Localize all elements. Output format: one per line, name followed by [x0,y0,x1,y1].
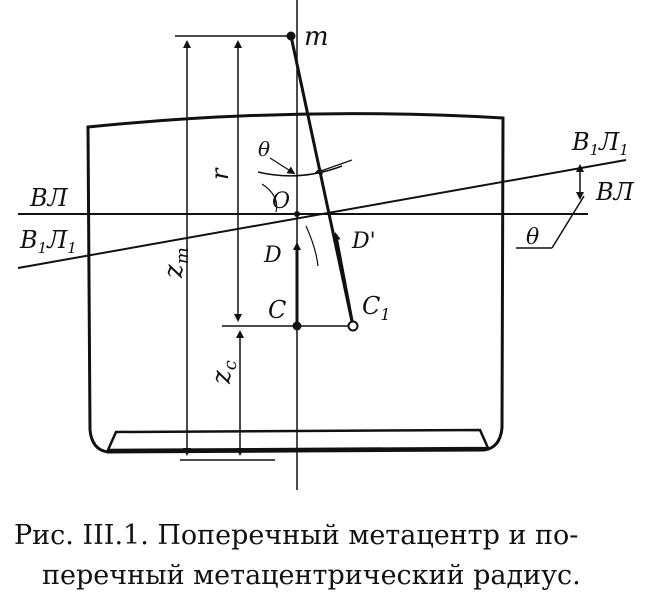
label-theta-top: θ [258,137,270,161]
label-vl-right: ВЛ [595,178,635,206]
label-c: C [268,296,286,324]
label-o: O [272,189,290,214]
label-b1l1-right-sub2: 1 [619,141,629,159]
point-c1 [347,320,359,332]
label-d: D [263,243,282,268]
waterline-b1l1 [17,159,627,269]
label-zm-sub: m [172,247,193,264]
label-r: r [206,167,234,180]
hull-bottom-strip [106,428,490,452]
caption-line-1: Рис. III.1. Поперечный метацентр и по- [14,520,579,551]
label-m: m [304,22,329,52]
hull-outline [86,112,505,454]
label-b1l1-right-b: В [571,128,590,156]
force-d-prime-arrow [332,232,355,327]
label-c1-main: C [362,292,380,320]
arc-near-o [261,183,278,213]
label-b1l1-left-sub2: 1 [67,239,77,257]
caption-line-2: перечный метацентрический радиус. [42,560,581,591]
label-zc-sub: c [220,360,241,370]
label-b1l1-left-b: В [19,226,38,254]
label-b1l1-right-sub1: 1 [590,141,600,159]
point-c [292,321,302,331]
theta-right-leader [551,195,585,249]
theta-pointer-left [269,157,296,175]
arc-below-o [305,225,319,267]
label-b1l1-right-l: Л [598,128,620,156]
point-o [294,211,300,217]
label-b1l1-left: В1Л1 [19,226,77,257]
theta-pointer-right [314,159,353,175]
label-c1: C1 [362,292,391,324]
label-zm-main: z [159,264,189,279]
label-zm: zm [159,247,193,279]
label-c1-sub: 1 [380,305,390,324]
theta-arc-top [257,165,343,177]
label-b1l1-left-l: Л [46,226,68,254]
label-b1l1-left-sub1: 1 [38,239,48,257]
label-zc-main: z [207,370,237,385]
label-vl-left: ВЛ [29,184,69,212]
point-m [286,31,296,41]
metacenter-diagram: m θ r O D D' C C1 ВЛ ВЛ В1Л1 В1Л1 θ zm z… [17,0,635,490]
label-d-prime: D' [351,229,376,254]
label-zc: zc [207,360,241,385]
label-theta-right: θ [526,225,539,250]
figure-caption: Рис. III.1. Поперечный метацентр и по- п… [14,516,644,596]
label-b1l1-right: В1Л1 [571,128,629,159]
